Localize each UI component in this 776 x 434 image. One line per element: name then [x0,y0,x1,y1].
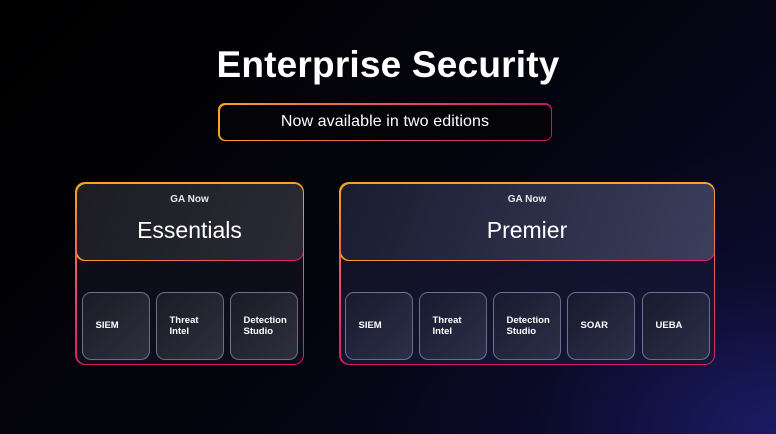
essentials-feature-threat-intel: Threat Intel [155,291,224,360]
premier-status: GA Now [507,193,547,205]
essentials-status: GA Now [170,193,209,205]
essentials-title: Essentials [137,216,242,243]
subtitle-text: Now available in two editions [219,104,551,140]
subtitle-badge: Now available in two editions [218,103,552,141]
premier-feature-threat-intel: Threat Intel [418,291,487,360]
premier-card-header: GA Now Premier [340,183,714,261]
premier-card-body: GA Now Premier SIEM Threat Intel Detecti… [340,183,714,364]
premier-feature-soar: SOAR [566,291,635,360]
premier-feature-ueba: UEBA [641,291,710,360]
premier-feature-siem: SIEM [344,291,413,360]
essentials-card-header: GA Now Essentials [76,183,303,261]
essentials-feature-detection-studio: Detection Studio [229,291,298,360]
essentials-card-body: GA Now Essentials SIEM Threat Intel Dete… [76,183,303,364]
page-title: Enterprise Security [216,44,560,85]
essentials-card: GA Now Essentials SIEM Threat Intel Dete… [75,182,304,365]
essentials-feature-siem: SIEM [81,291,150,360]
premier-feature-detection-studio: Detection Studio [492,291,561,360]
premier-card: GA Now Premier SIEM Threat Intel Detecti… [339,182,715,365]
premier-title: Premier [486,216,568,243]
